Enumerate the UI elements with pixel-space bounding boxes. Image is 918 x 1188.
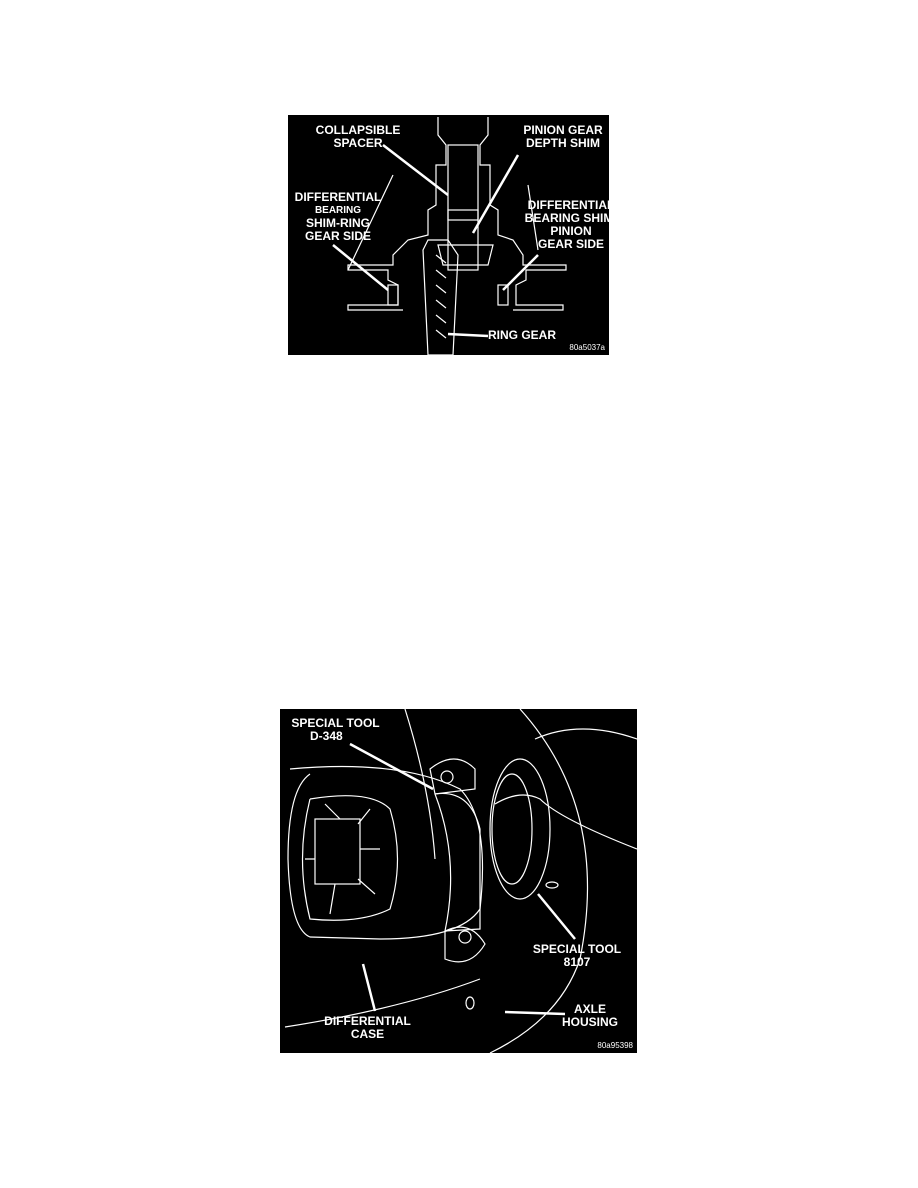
label-ring-gear: RING GEAR <box>488 328 557 342</box>
label-line: D-348 <box>310 729 343 743</box>
label-pinion-gear-depth-shim: PINION GEAR DEPTH SHIM <box>508 124 609 150</box>
label-differential-case: DIFFERENTIAL CASE <box>315 1015 420 1041</box>
axle-housing-tool-drawing <box>284 709 637 1053</box>
label-line: SPECIAL TOOL <box>532 942 622 956</box>
label-shim-ring-gear-side: DIFFERENTIAL BEARING SHIM-RING GEAR SIDE <box>288 191 388 243</box>
label-collapsible-spacer: COLLAPSIBLE SPACER <box>303 124 413 150</box>
label-line: PINION <box>550 224 592 238</box>
label-line: SHIM-RING <box>306 216 370 230</box>
figure-code: 80a95398 <box>597 1041 633 1050</box>
figure-code: 80a5037a <box>569 343 605 352</box>
label-line: PINION GEAR <box>523 123 603 137</box>
label-line: AXLE <box>573 1002 606 1016</box>
label-line: DIFFERENTIAL <box>324 1014 411 1028</box>
label-special-tool-8107: SPECIAL TOOL 8107 <box>522 943 632 969</box>
label-line: BEARING SHIM- <box>524 211 609 225</box>
label-line: DEPTH SHIM <box>525 136 600 150</box>
label-line: HOUSING <box>561 1015 618 1029</box>
label-line: DIFFERENTIAL <box>527 198 609 212</box>
label-axle-housing: AXLE HOUSING <box>550 1003 630 1029</box>
figure-differential-shim-locations: COLLAPSIBLE SPACER PINION GEAR DEPTH SHI… <box>288 115 609 355</box>
label-line: BEARING <box>314 205 362 216</box>
label-line: 8107 <box>563 955 591 969</box>
label-line: SPECIAL TOOL <box>291 716 380 730</box>
label-line: CASE <box>350 1027 385 1041</box>
label-special-tool-d348: SPECIAL TOOL D-348 <box>288 717 383 743</box>
figure-special-tool-installation: SPECIAL TOOL D-348 SPECIAL TOOL 8107 AXL… <box>280 709 637 1053</box>
label-line: DIFFERENTIAL <box>294 190 382 204</box>
label-line: SPACER <box>333 136 383 150</box>
label-line: COLLAPSIBLE <box>315 123 401 137</box>
label-shim-pinion-gear-side: DIFFERENTIAL BEARING SHIM- PINION GEAR S… <box>516 199 609 251</box>
label-line: GEAR SIDE <box>304 229 371 243</box>
label-line: GEAR SIDE <box>537 237 604 251</box>
differential-cross-section-drawing <box>332 117 567 355</box>
